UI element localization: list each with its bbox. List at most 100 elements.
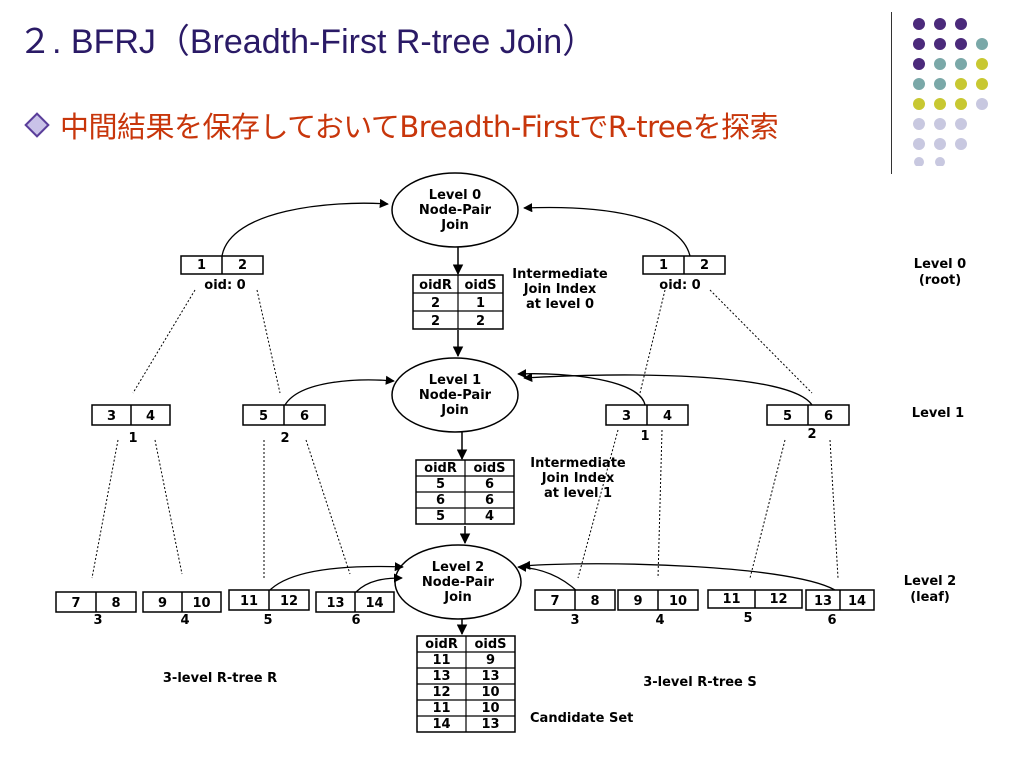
table-cell: 11 (432, 701, 450, 716)
table-cell: 5 (436, 477, 445, 492)
tree-node-cell: 14 (365, 596, 383, 611)
table-cell: 12 (432, 685, 450, 700)
table-cell: 13 (432, 669, 450, 684)
join-node-level2-line1: Level 2 (432, 560, 484, 575)
tree-node-cell: 12 (280, 594, 298, 609)
table-caption: at level 1 (544, 486, 612, 501)
join-node-level0: Level 0 Node-Pair Join (391, 172, 519, 248)
bullet-item: 中間結果を保存しておいてBreadth-FirstでR-treeを探索 (24, 104, 779, 146)
deco-dot (913, 138, 925, 150)
tree-node-cell: 3 (622, 409, 631, 424)
deco-dot (976, 38, 988, 50)
table-header-cell: oidS (473, 461, 505, 476)
tree-node: 9 104 (142, 591, 222, 628)
table-cell: 5 (436, 509, 445, 524)
tree-node-cell: 13 (326, 596, 344, 611)
tree-node: 3 41 (605, 404, 689, 444)
tree-node-cell: 9 (158, 596, 167, 611)
slide-title: ２. BFRJ（Breadth-First R-tree Join） (18, 23, 597, 61)
tree-node-cell: 7 (71, 596, 80, 611)
table-caption: Join Index (541, 471, 615, 486)
table-cell: 1 (476, 296, 485, 311)
tree-node-cell: 10 (192, 596, 210, 611)
table-cell: 4 (485, 509, 494, 524)
join-node-level2-line3: Join (443, 590, 471, 605)
deco-dot (913, 58, 925, 70)
deco-dot (976, 78, 988, 90)
table-cell: 13 (481, 717, 499, 732)
tree-node-oid: 5 (263, 613, 272, 628)
deco-dot (976, 98, 988, 110)
tree-node-cell: 11 (240, 594, 258, 609)
tree-node-oid: 3 (93, 613, 102, 628)
deco-dot (913, 38, 925, 50)
deco-dot (913, 98, 925, 110)
deco-dot (913, 118, 925, 130)
table-cell: 2 (431, 296, 440, 311)
table-cell: 6 (485, 477, 494, 492)
tree-r-label: 3-level R-tree R (163, 671, 277, 686)
table-cell: 11 (432, 653, 450, 668)
level-label-0-sub: (root) (919, 273, 961, 288)
deco-dot (955, 58, 967, 70)
table-caption: Intermediate (512, 267, 608, 282)
table-header-cell: oidS (474, 637, 506, 652)
deco-dot (955, 38, 967, 50)
tree-node-cell: 6 (824, 409, 833, 424)
tree-node-cell: 4 (663, 409, 672, 424)
tree-node-cell: 7 (550, 594, 559, 609)
tree-links (91, 289, 839, 579)
tree-node-oid: 1 (128, 431, 137, 446)
tree-node-cell: 2 (700, 258, 709, 273)
table-header-cell: oidS (464, 278, 496, 293)
deco-dot (934, 18, 946, 30)
tree-node-cell: 3 (107, 409, 116, 424)
table-caption: Candidate Set (530, 711, 633, 726)
tree-node-oid: oid: 0 (204, 278, 245, 293)
deco-dot (955, 78, 967, 90)
table-cell: 10 (481, 685, 499, 700)
deco-dot (934, 118, 946, 130)
tree-node-oid: 6 (827, 613, 836, 628)
join-node-level0-line2: Node-Pair (419, 203, 492, 218)
tree-node-cell: 5 (259, 409, 268, 424)
join-node-level1-line2: Node-Pair (419, 388, 492, 403)
tree-node: 11 12 5 (228, 589, 310, 628)
deco-dot (934, 98, 946, 110)
tree-node-cell: 8 (590, 594, 599, 609)
join-node-level1-line1: Level 1 (429, 373, 481, 388)
deco-dot (913, 18, 925, 30)
tree-node-oid: 4 (180, 613, 189, 628)
flow-arrows (452, 247, 471, 636)
tree-node-cell: 6 (300, 409, 309, 424)
input-curves (221, 198, 839, 593)
table-cell: 10 (481, 701, 499, 716)
tree-node-cell: 8 (111, 596, 120, 611)
tree-node-cell: 14 (848, 594, 866, 609)
deco-dot (934, 38, 946, 50)
deco-dot (935, 157, 945, 166)
tree-node-cell: 11 (722, 592, 740, 607)
tree-node-oid: 1 (640, 429, 649, 444)
tree-node-oid: 2 (280, 431, 289, 446)
deco-dot (914, 157, 924, 166)
table-cell: 6 (485, 493, 494, 508)
tree-node-cell: 12 (769, 592, 787, 607)
level-label-1: Level 1 (912, 406, 964, 421)
table-cell: 2 (476, 314, 485, 329)
tree-node: 7 83 (534, 589, 616, 628)
table-header-cell: oidR (424, 461, 457, 476)
tree-node-oid: 6 (351, 613, 360, 628)
level-label-0: Level 0 (914, 257, 966, 272)
join-node-level0-line1: Level 0 (429, 188, 481, 203)
join-node-level1: Level 1 Node-Pair Join (391, 357, 519, 433)
tree-node-oid: 3 (570, 613, 579, 628)
deco-dot (976, 58, 988, 70)
